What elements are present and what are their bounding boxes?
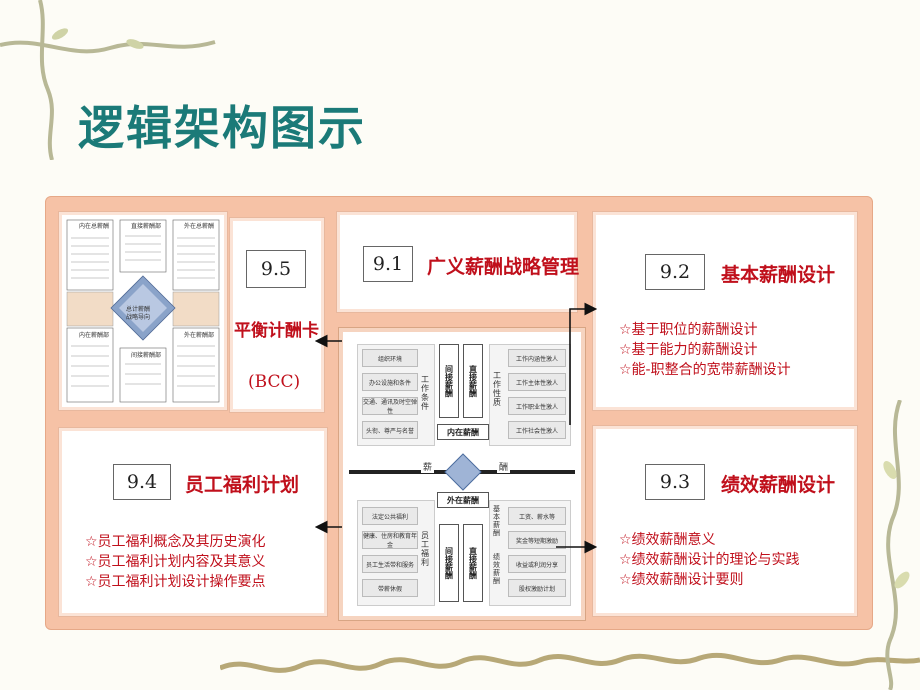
work-conditions-group: 组织环境 办公设施和条件 交通、通讯及时空弹性 头衔、尊严与名誉 工作条件 [357,344,435,446]
section-9-1-panel: 9.1 广义薪酬战略管理 [336,211,580,313]
section-number: 9.4 [113,464,171,500]
bullet-item: ☆绩效薪酬设计的理论与实践 [619,552,800,568]
center-item: 头衔、尊严与名誉 [362,421,418,439]
center-item: 工作职业性激人 [508,397,566,415]
center-item: 工作内涵性激人 [508,349,566,367]
section-number: 9.1 [363,246,413,282]
section-9-4-panel: 9.4 员工福利计划 ☆员工福利概念及其历史演化 ☆员工福利计划内容及其意义 ☆… [58,427,328,617]
intrinsic-pay-label: 内在薪酬 [437,424,489,440]
center-item: 工作社会性激人 [508,421,566,439]
work-nature-group: 工作性质 工作内涵性激人 工作主体性激人 工作职业性激人 工作社会性激人 [489,344,571,446]
section-heading: 基本薪酬设计 [721,264,836,286]
thumb-box-label: 直接薪酬部 [131,223,162,230]
section-subheading: (BCC) [248,372,301,392]
bullet-item: ☆能-职整合的宽带薪酬设计 [619,362,791,378]
thumb-box-label: 间接薪酬部 [131,352,162,359]
section-heading: 广义薪酬战略管理 [427,256,580,278]
thumb-box-label: 外在薪酬部 [184,332,215,339]
bar-label: 酬 [497,460,511,473]
section-heading: 员工福利计划 [185,474,300,496]
center-item: 工资、薪水等 [508,507,566,525]
bar-label: 薪 [421,460,435,473]
section-number: 9.2 [645,254,705,290]
architecture-diagram-frame: 内在总薪酬 直接薪酬部 外在总薪酬 外在薪酬部 内在薪酬部 间接薪酬部 总计薪酬… [45,196,873,630]
bullet-item: ☆绩效薪酬设计要则 [619,572,744,588]
center-item: 工作主体性激人 [508,373,566,391]
direct-pay-box: 直接薪酬 [463,524,483,602]
section-heading: 绩效薪酬设计 [721,474,836,496]
direct-pay-box: 直接薪酬 [463,344,483,418]
center-item: 员工生活带和服务 [362,555,418,573]
group-label: 绩效薪酬 [493,553,500,585]
center-item: 股权激励计划 [508,579,566,597]
thumb-box-label: 内在薪酬部 [79,332,110,339]
center-item: 组织环境 [362,349,418,367]
employee-benefits-group: 法定公共福利 健康、住房和教育年金 员工生活带和服务 带薪休假 员工福利 [357,500,435,606]
bullet-item: ☆员工福利计划设计操作要点 [85,574,266,590]
center-item: 收益或利润分享 [508,555,566,573]
indirect-pay-box: 间接薪酬 [439,344,459,418]
section-9-5-panel: 9.5 平衡计酬卡 (BCC) [229,217,325,413]
total-compensation-diagram: 组织环境 办公设施和条件 交通、通讯及时空弹性 头衔、尊严与名誉 工作条件 间接… [338,327,586,621]
center-item: 带薪休假 [362,579,418,597]
base-and-performance-pay-group: 基本薪酬 绩效薪酬 工资、薪水等 奖金等短期激励 收益或利润分享 股权激励计划 [489,500,571,606]
indirect-pay-box: 间接薪酬 [439,524,459,602]
group-label: 工作条件 [421,375,429,411]
group-label: 工作性质 [493,371,501,407]
bullet-item: ☆基于职位的薪酬设计 [619,322,758,338]
section-9-3-panel: 9.3 绩效薪酬设计 ☆绩效薪酬意义 ☆绩效薪酬设计的理论与实践 ☆绩效薪酬设计… [592,425,858,617]
center-item: 法定公共福利 [362,507,418,525]
center-item: 健康、住房和教育年金 [362,531,418,549]
group-label: 员工福利 [421,531,429,567]
vine-decoration-bottom [220,652,920,673]
center-item: 办公设施和条件 [362,373,418,391]
page-title: 逻辑架构图示 [78,101,366,155]
bullet-item: ☆绩效薪酬意义 [619,532,716,548]
thumb-box-label: 内在总薪酬 [79,223,110,230]
vine-decoration-right [883,400,910,690]
diamond-connector [444,453,482,491]
section-9-2-panel: 9.2 基本薪酬设计 ☆基于职位的薪酬设计 ☆基于能力的薪酬设计 ☆能-职整合的… [592,211,858,411]
section-heading: 平衡计酬卡 [234,321,319,341]
thumb-box-label: 外在总薪酬 [184,223,215,230]
center-item: 交通、通讯及时空弹性 [362,397,418,415]
thumbnail-diagram [66,219,220,403]
extrinsic-pay-label: 外在薪酬 [437,492,489,508]
bullet-item: ☆员工福利计划内容及其意义 [85,554,266,570]
thumbnail-diagram-panel: 内在总薪酬 直接薪酬部 外在总薪酬 外在薪酬部 内在薪酬部 间接薪酬部 总计薪酬… [58,211,228,411]
thumb-center-label: 总计薪酬战略导向 [125,306,150,321]
bullet-item: ☆员工福利概念及其历史演化 [85,534,266,550]
section-number: 9.3 [645,464,705,500]
bullet-item: ☆基于能力的薪酬设计 [619,342,758,358]
section-number: 9.5 [246,250,306,288]
group-label: 基本薪酬 [493,505,500,537]
center-item: 奖金等短期激励 [508,531,566,549]
